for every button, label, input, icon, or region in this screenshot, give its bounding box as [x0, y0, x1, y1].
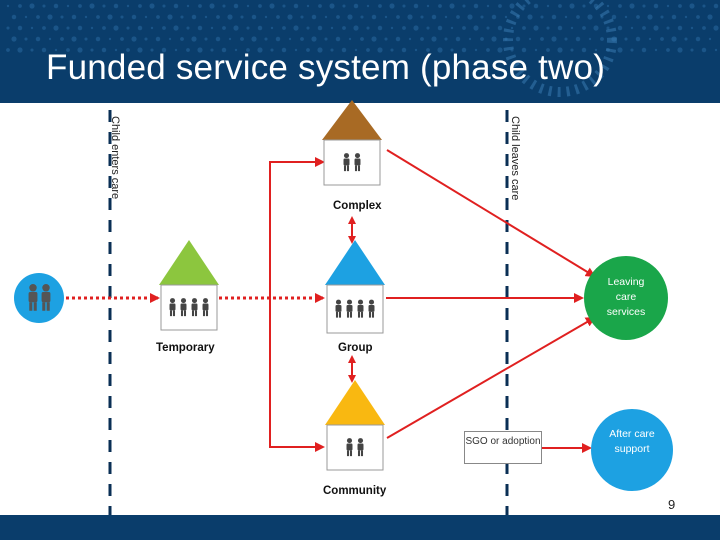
leaves-care-label: Child leaves care — [509, 116, 521, 201]
child-circle — [14, 273, 64, 323]
complex-house-body — [323, 139, 381, 186]
after-care-circle — [591, 409, 673, 491]
group-house-body — [326, 284, 384, 334]
leaving-care-text: Leaving care services — [606, 276, 646, 318]
group-roof — [325, 240, 385, 285]
group-house — [325, 240, 385, 334]
complex-roof — [322, 100, 382, 140]
leaving-care-circle — [584, 256, 668, 340]
group-label: Group — [338, 342, 373, 354]
temporary-community-arrow — [269, 298, 325, 452]
dot-pattern-decoration — [6, 0, 719, 97]
temporary-house-body — [160, 284, 218, 331]
community-house-body — [326, 424, 384, 471]
complex-leaving-care-arrow — [386, 149, 596, 278]
slide-title: Funded service system (phase two) — [46, 48, 606, 87]
temporary-complex-arrow — [269, 157, 325, 298]
footer-bar — [0, 515, 720, 540]
community-label: Community — [323, 485, 387, 497]
enters-care-label: Child enters care — [109, 116, 121, 200]
temporary-roof — [159, 240, 219, 285]
page-number: 9 — [668, 497, 676, 512]
community-roof — [325, 380, 385, 425]
sgo-adoption-box: SGO or adoption — [464, 431, 542, 464]
flow-arrows — [66, 149, 596, 453]
community-leaving-care-arrow — [386, 316, 596, 439]
community-house — [325, 380, 385, 471]
temporary-label: Temporary — [156, 342, 215, 354]
after-care-text: After care support — [609, 428, 655, 455]
title-bar — [0, 0, 720, 103]
temporary-house — [159, 240, 219, 331]
complex-house — [322, 100, 382, 186]
complex-label: Complex — [333, 200, 382, 212]
